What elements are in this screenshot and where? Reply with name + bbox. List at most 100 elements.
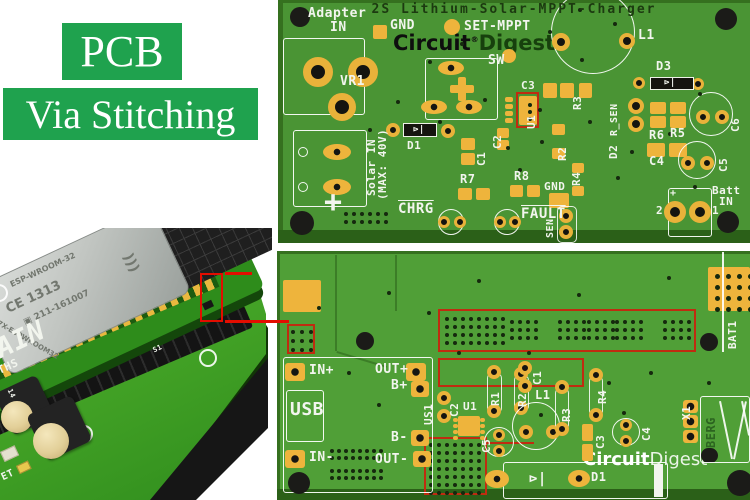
via [477,491,481,495]
via [477,451,481,455]
title-banner-via-stitching: Via Stitching [3,88,258,140]
via [396,100,400,104]
pcb-pad [518,361,532,375]
via [379,469,383,473]
via [457,351,461,355]
pcb-pad [620,435,632,447]
mounting-hole [290,211,314,235]
component-outline [678,141,716,179]
pcb-pad [461,138,475,150]
pcb-pad [487,404,501,418]
via [477,483,481,487]
pcb-pad [510,185,523,197]
via [603,336,607,340]
pcb-pad [453,424,458,428]
pcb-pad [670,116,686,128]
via [461,467,465,471]
pcb-pad [683,415,698,428]
via [358,456,362,460]
via [715,296,720,301]
via [477,443,481,447]
via [493,325,497,329]
via [582,320,586,324]
silkscreen-label-mark: ⊳| [529,471,547,487]
via [748,307,750,312]
via [595,328,599,332]
silkscreen-label-vr1: VR1 [340,74,365,89]
via-callout-line-top [225,272,252,275]
via [501,341,505,345]
via [469,341,473,345]
via [510,328,514,332]
mounting-hole [717,211,739,233]
silkscreen-label-b+: B+ [391,378,408,393]
pcb-pad [437,409,451,423]
via [726,274,731,279]
via [582,336,586,340]
via [726,296,731,301]
via [379,449,383,453]
silkscreen-label-in: IN [330,20,347,35]
via [616,176,620,180]
silkscreen-label-c2: C2 [448,402,461,417]
via [351,469,355,473]
silkscreen-label-d1: D1 [407,139,422,152]
via [485,325,489,329]
silkscreen-label-x1: X1 [680,405,693,420]
via [587,336,591,340]
silkscreen-label-mark: ((( [120,250,143,275]
via [379,456,383,460]
pcb-pad [555,380,569,394]
via [461,475,465,479]
via [715,285,720,290]
via [748,296,750,301]
silkscreen-label-in: IN [719,195,734,208]
pcb-pad [303,57,333,87]
via [518,168,522,172]
via [365,449,369,453]
via [671,336,675,340]
via [748,274,750,279]
via [615,336,619,340]
via [528,117,532,121]
via [485,341,489,345]
silkscreen-label-in+: IN+ [309,363,334,378]
mounting-hole [715,8,737,30]
pcb-pad [438,216,450,228]
pcb-pad [493,429,505,441]
via [477,475,481,479]
via [715,307,720,312]
silkscreen-label-r6: R6 [649,128,665,142]
silkscreen-label-r-sen: R_SEN [609,103,620,136]
via [461,451,465,455]
silkscreen-label-+: + [324,185,343,220]
via [737,296,742,301]
via [469,325,473,329]
via [631,336,635,340]
pcb-pad [696,110,710,124]
via [358,476,362,480]
via [603,320,607,324]
silkscreen-label-gnd: GND [544,180,566,193]
via [501,325,505,329]
via [639,328,643,332]
via [453,475,457,479]
via [469,451,473,455]
via [445,451,449,455]
via [477,279,481,283]
via [477,333,481,337]
via [477,341,481,345]
via [300,348,304,352]
via [558,320,562,324]
silkscreen-label-sw: SW [488,53,505,68]
pcb-pad [458,188,472,200]
via [469,483,473,487]
via [639,336,643,340]
edge [277,251,750,254]
pcb-pad [406,363,426,381]
via [726,285,731,290]
pcb-pad [552,148,565,159]
silkscreen-label-r2: R2 [556,146,569,161]
via [453,325,457,329]
